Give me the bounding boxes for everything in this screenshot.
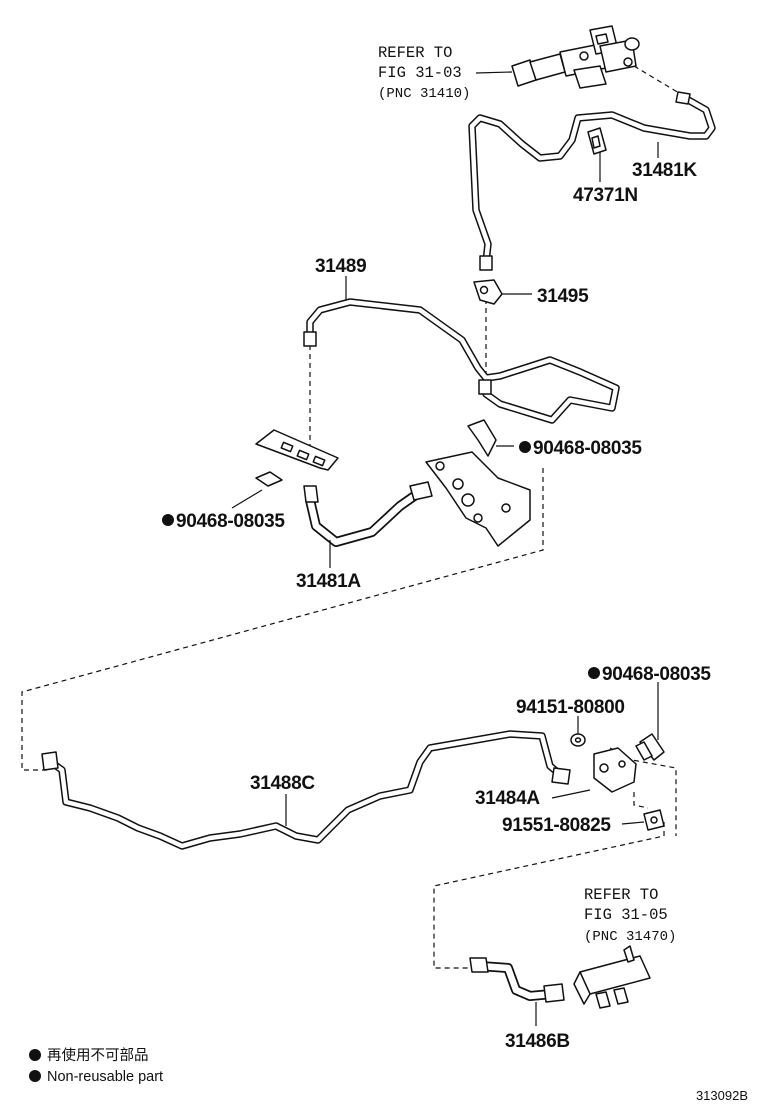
part-label-47371n: 47371N bbox=[573, 185, 638, 206]
bolt-91551-80825 bbox=[643, 809, 665, 831]
legend-japanese: 再使用不可部品 bbox=[47, 1047, 149, 1064]
nonreusable-dot-3 bbox=[588, 667, 600, 679]
legend-english: Non-reusable part bbox=[47, 1069, 163, 1085]
part-label-90468-08035-b: 90468-08035 bbox=[176, 511, 285, 532]
part-label-31489: 31489 bbox=[315, 256, 366, 277]
nonreusable-dot-2 bbox=[162, 514, 174, 526]
part-label-90468-08035-a: 90468-08035 bbox=[533, 438, 642, 459]
legend-dot-en bbox=[29, 1070, 41, 1082]
washer-94151-80800 bbox=[570, 733, 586, 747]
part-label-31481a: 31481A bbox=[296, 571, 361, 592]
tube-31489 bbox=[303, 298, 620, 424]
part-label-31495: 31495 bbox=[537, 286, 589, 307]
part-label-31481k: 31481K bbox=[632, 160, 697, 181]
ref-bottom-line2: FIG 31-05 bbox=[584, 906, 668, 924]
hose-31486b bbox=[469, 957, 565, 1003]
ref-top-line1: REFER TO bbox=[378, 44, 452, 62]
part-label-31484a: 31484A bbox=[475, 788, 540, 809]
part-label-31488c: 31488C bbox=[250, 773, 315, 794]
hose-31481a bbox=[303, 481, 433, 547]
part-label-90468-08035-c: 90468-08035 bbox=[602, 664, 711, 685]
bracket-plate bbox=[425, 451, 531, 547]
ref-top-line2: FIG 31-03 bbox=[378, 64, 462, 82]
clamp-47371n bbox=[587, 127, 607, 155]
tube-31481k bbox=[468, 91, 716, 271]
ref-bottom-line3: (PNC 31470) bbox=[584, 929, 676, 945]
part-label-91551-80825: 91551-80825 bbox=[502, 815, 611, 836]
clip-90468-08035-upper bbox=[467, 419, 497, 457]
legend-dot-jp bbox=[29, 1049, 41, 1061]
figure-id: 313092B bbox=[696, 1088, 748, 1103]
ref-bottom-line1: REFER TO bbox=[584, 886, 658, 904]
release-cylinder bbox=[573, 945, 651, 1009]
nonreusable-dot-1 bbox=[519, 441, 531, 453]
legend: 再使用不可部品 Non-reusable part bbox=[29, 1047, 163, 1085]
mounting-bracket bbox=[255, 429, 339, 487]
way-31484a bbox=[593, 747, 637, 793]
part-label-94151-80800: 94151-80800 bbox=[516, 697, 625, 718]
tube-31488c bbox=[41, 730, 571, 850]
part-label-31486b: 31486B bbox=[505, 1031, 570, 1052]
master-cylinder-assembly bbox=[511, 25, 640, 89]
union-31495 bbox=[473, 279, 503, 305]
clip-90468-08035-lower bbox=[635, 733, 665, 761]
leader-lines bbox=[231, 71, 659, 1026]
ref-top-line3: (PNC 31410) bbox=[378, 86, 470, 102]
